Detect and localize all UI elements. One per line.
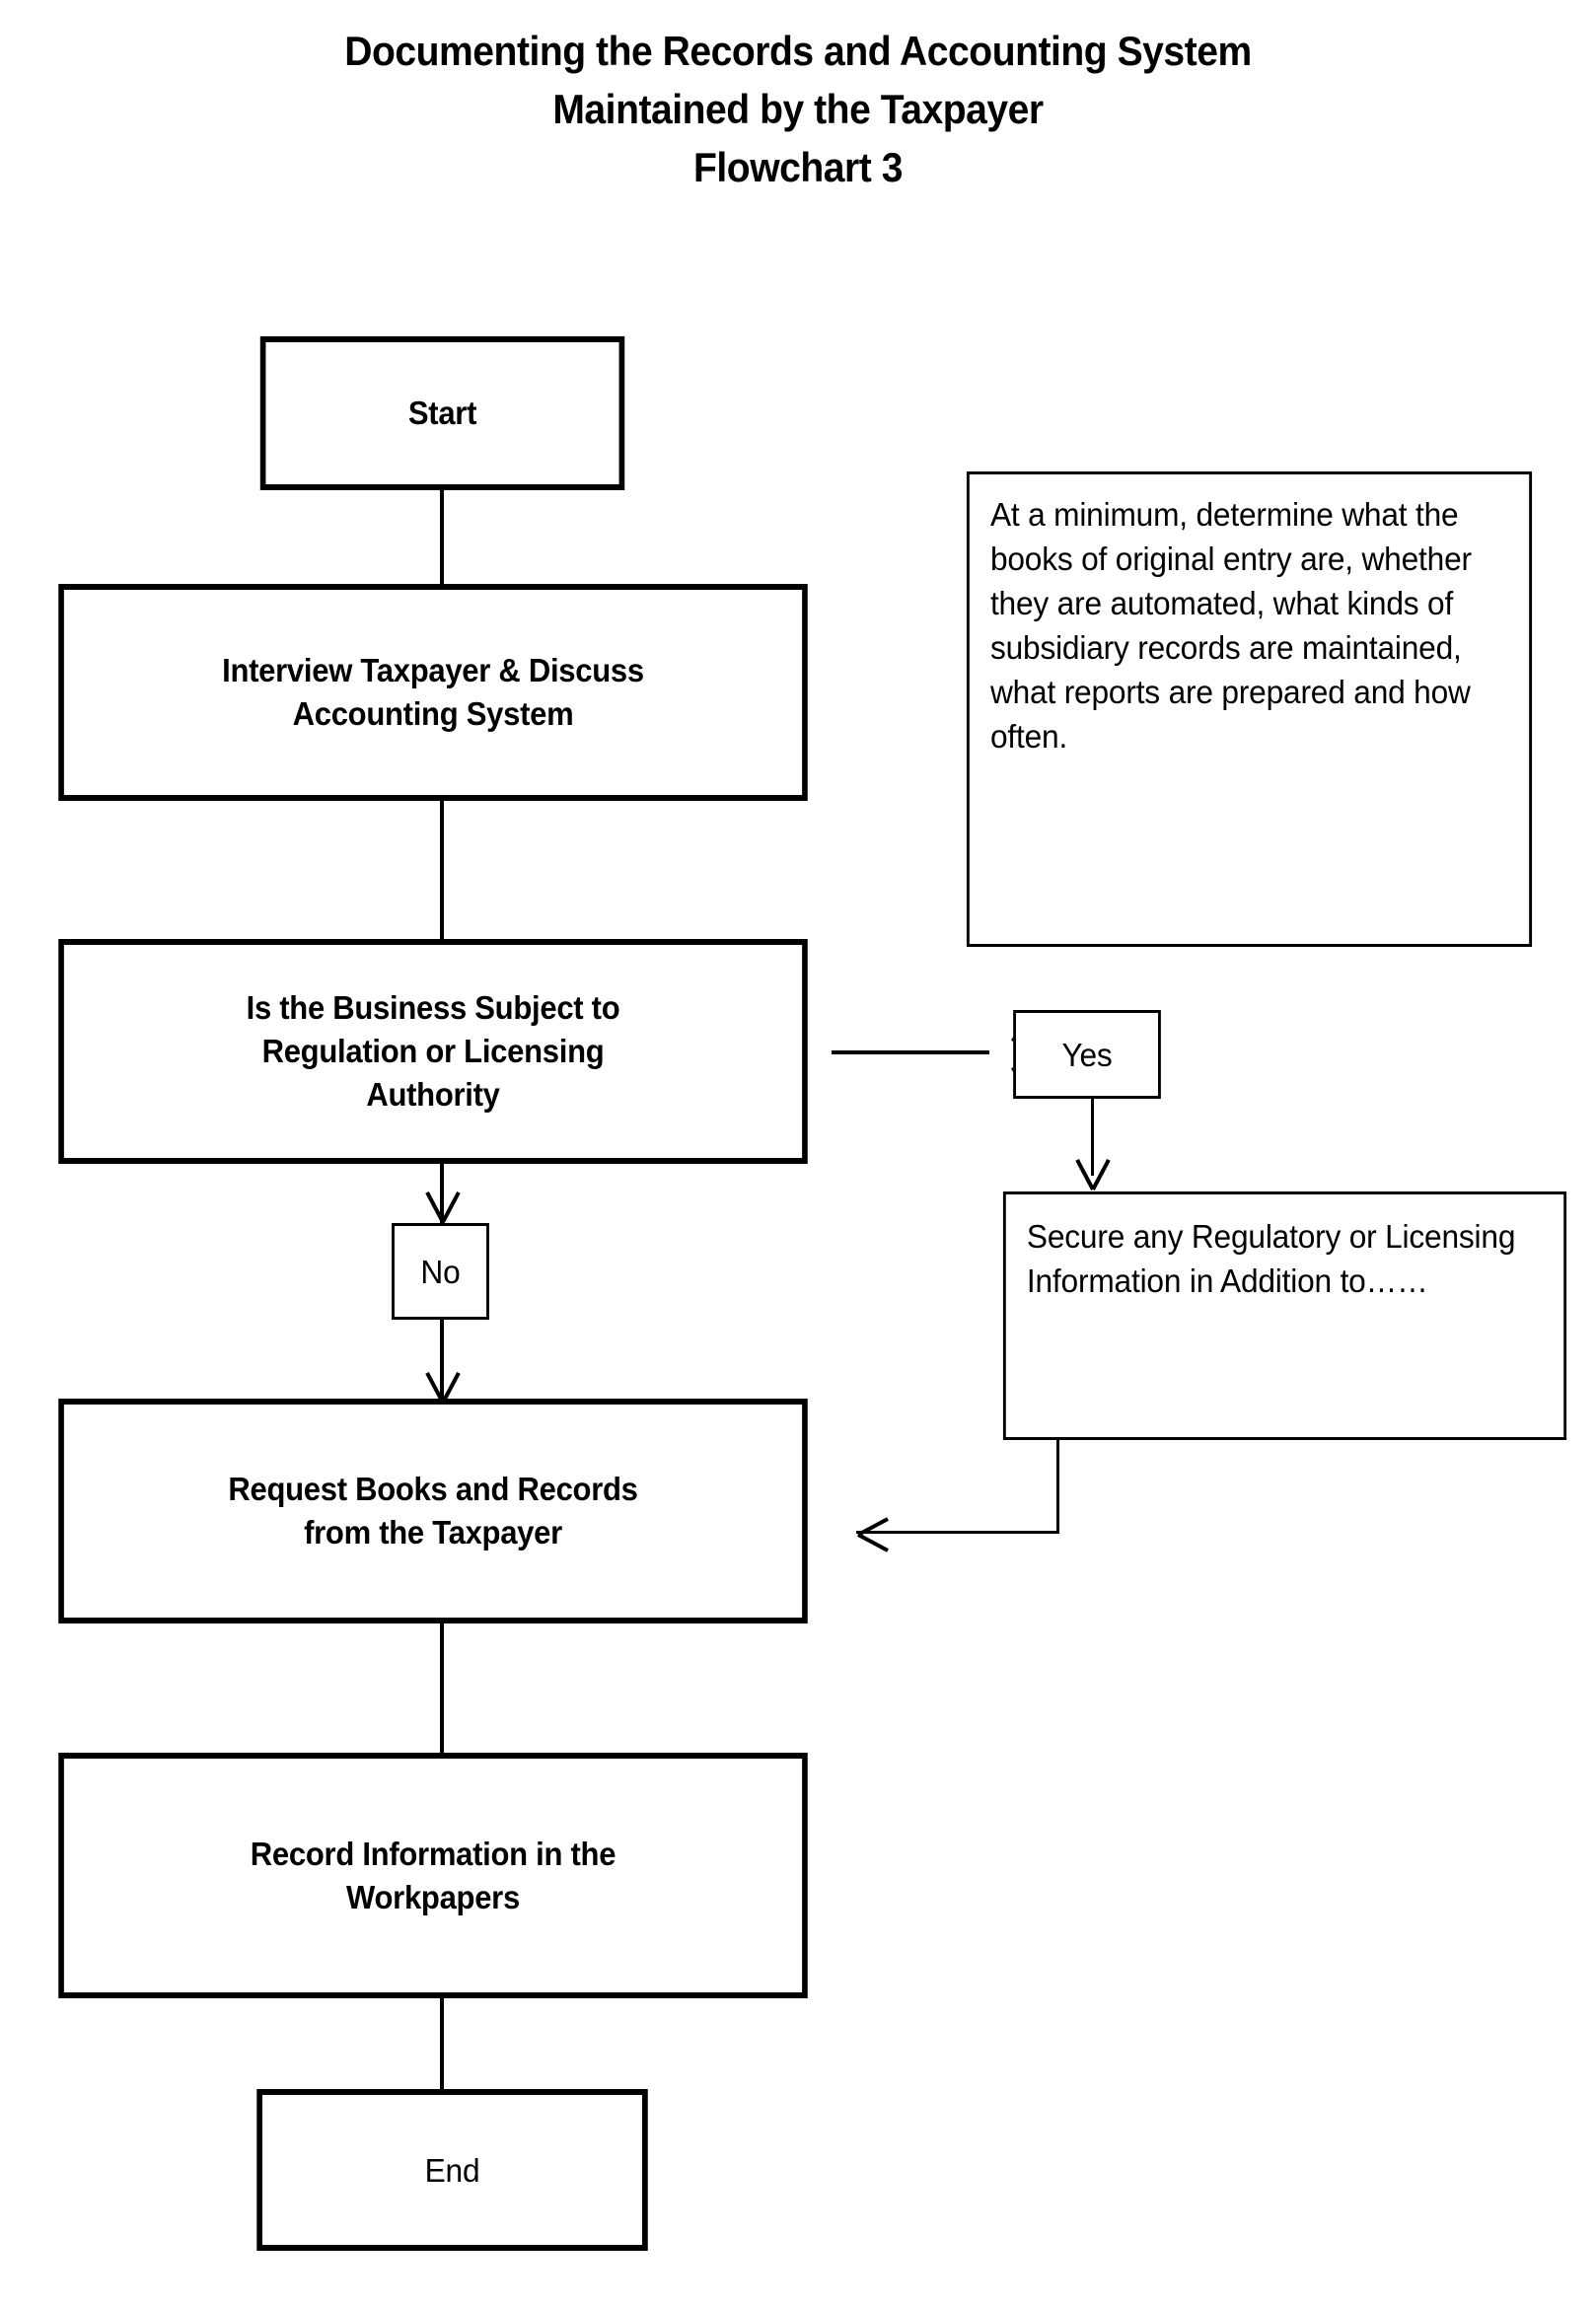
node-secure-regulatory-info[interactable]: Secure any Regulatory or Licensing Infor… xyxy=(1002,1191,1567,1440)
node-interview-taxpayer[interactable]: Interview Taxpayer & Discuss Accounting … xyxy=(58,584,808,801)
connector-interview-to-decision xyxy=(440,799,444,943)
node-request-books-label: Request Books and Records from the Taxpa… xyxy=(228,1471,638,1551)
title-line-3: Flowchart 3 xyxy=(693,144,903,190)
connector-decision-to-no xyxy=(440,1162,444,1225)
connector-yes-to-secure xyxy=(1091,1099,1094,1176)
node-interview-taxpayer-label: Interview Taxpayer & Discuss Accounting … xyxy=(222,652,644,732)
node-request-books[interactable]: Request Books and Records from the Taxpa… xyxy=(58,1399,808,1623)
node-yes-label-text: Yes xyxy=(1061,1036,1113,1073)
connector-record-to-end xyxy=(440,1994,444,2091)
connector-decision-to-yes xyxy=(832,1050,989,1054)
node-no-label[interactable]: No xyxy=(392,1223,489,1320)
node-decision-regulation[interactable]: Is the Business Subject to Regulation or… xyxy=(58,939,808,1164)
node-end-label: End xyxy=(424,2151,480,2189)
node-start[interactable]: Start xyxy=(259,336,625,490)
node-yes-label[interactable]: Yes xyxy=(1013,1010,1161,1099)
connector-start-to-interview xyxy=(440,488,444,587)
node-record-information[interactable]: Record Information in the Workpapers xyxy=(58,1753,808,1998)
node-secure-regulatory-info-label: Secure any Regulatory or Licensing Infor… xyxy=(1026,1218,1516,1299)
node-record-information-label: Record Information in the Workpapers xyxy=(250,1835,617,1915)
title-line-2: Maintained by the Taxpayer xyxy=(552,86,1044,132)
node-annotation-note-label: At a minimum, determine what the books o… xyxy=(989,496,1472,755)
page-title: Documenting the Records and Accounting S… xyxy=(56,22,1541,196)
node-start-label: Start xyxy=(407,395,477,431)
connector-no-to-request xyxy=(440,1320,444,1403)
node-end[interactable]: End xyxy=(256,2089,648,2251)
node-annotation-note: At a minimum, determine what the books o… xyxy=(966,471,1533,947)
node-decision-regulation-label: Is the Business Subject to Regulation or… xyxy=(246,989,620,1113)
title-line-1: Documenting the Records and Accounting S… xyxy=(344,28,1252,74)
connector-request-to-record xyxy=(440,1623,444,1757)
connector-secure-down-segment xyxy=(1056,1438,1059,1534)
connector-secure-left-segment xyxy=(856,1531,1059,1534)
node-no-label-text: No xyxy=(420,1253,461,1290)
